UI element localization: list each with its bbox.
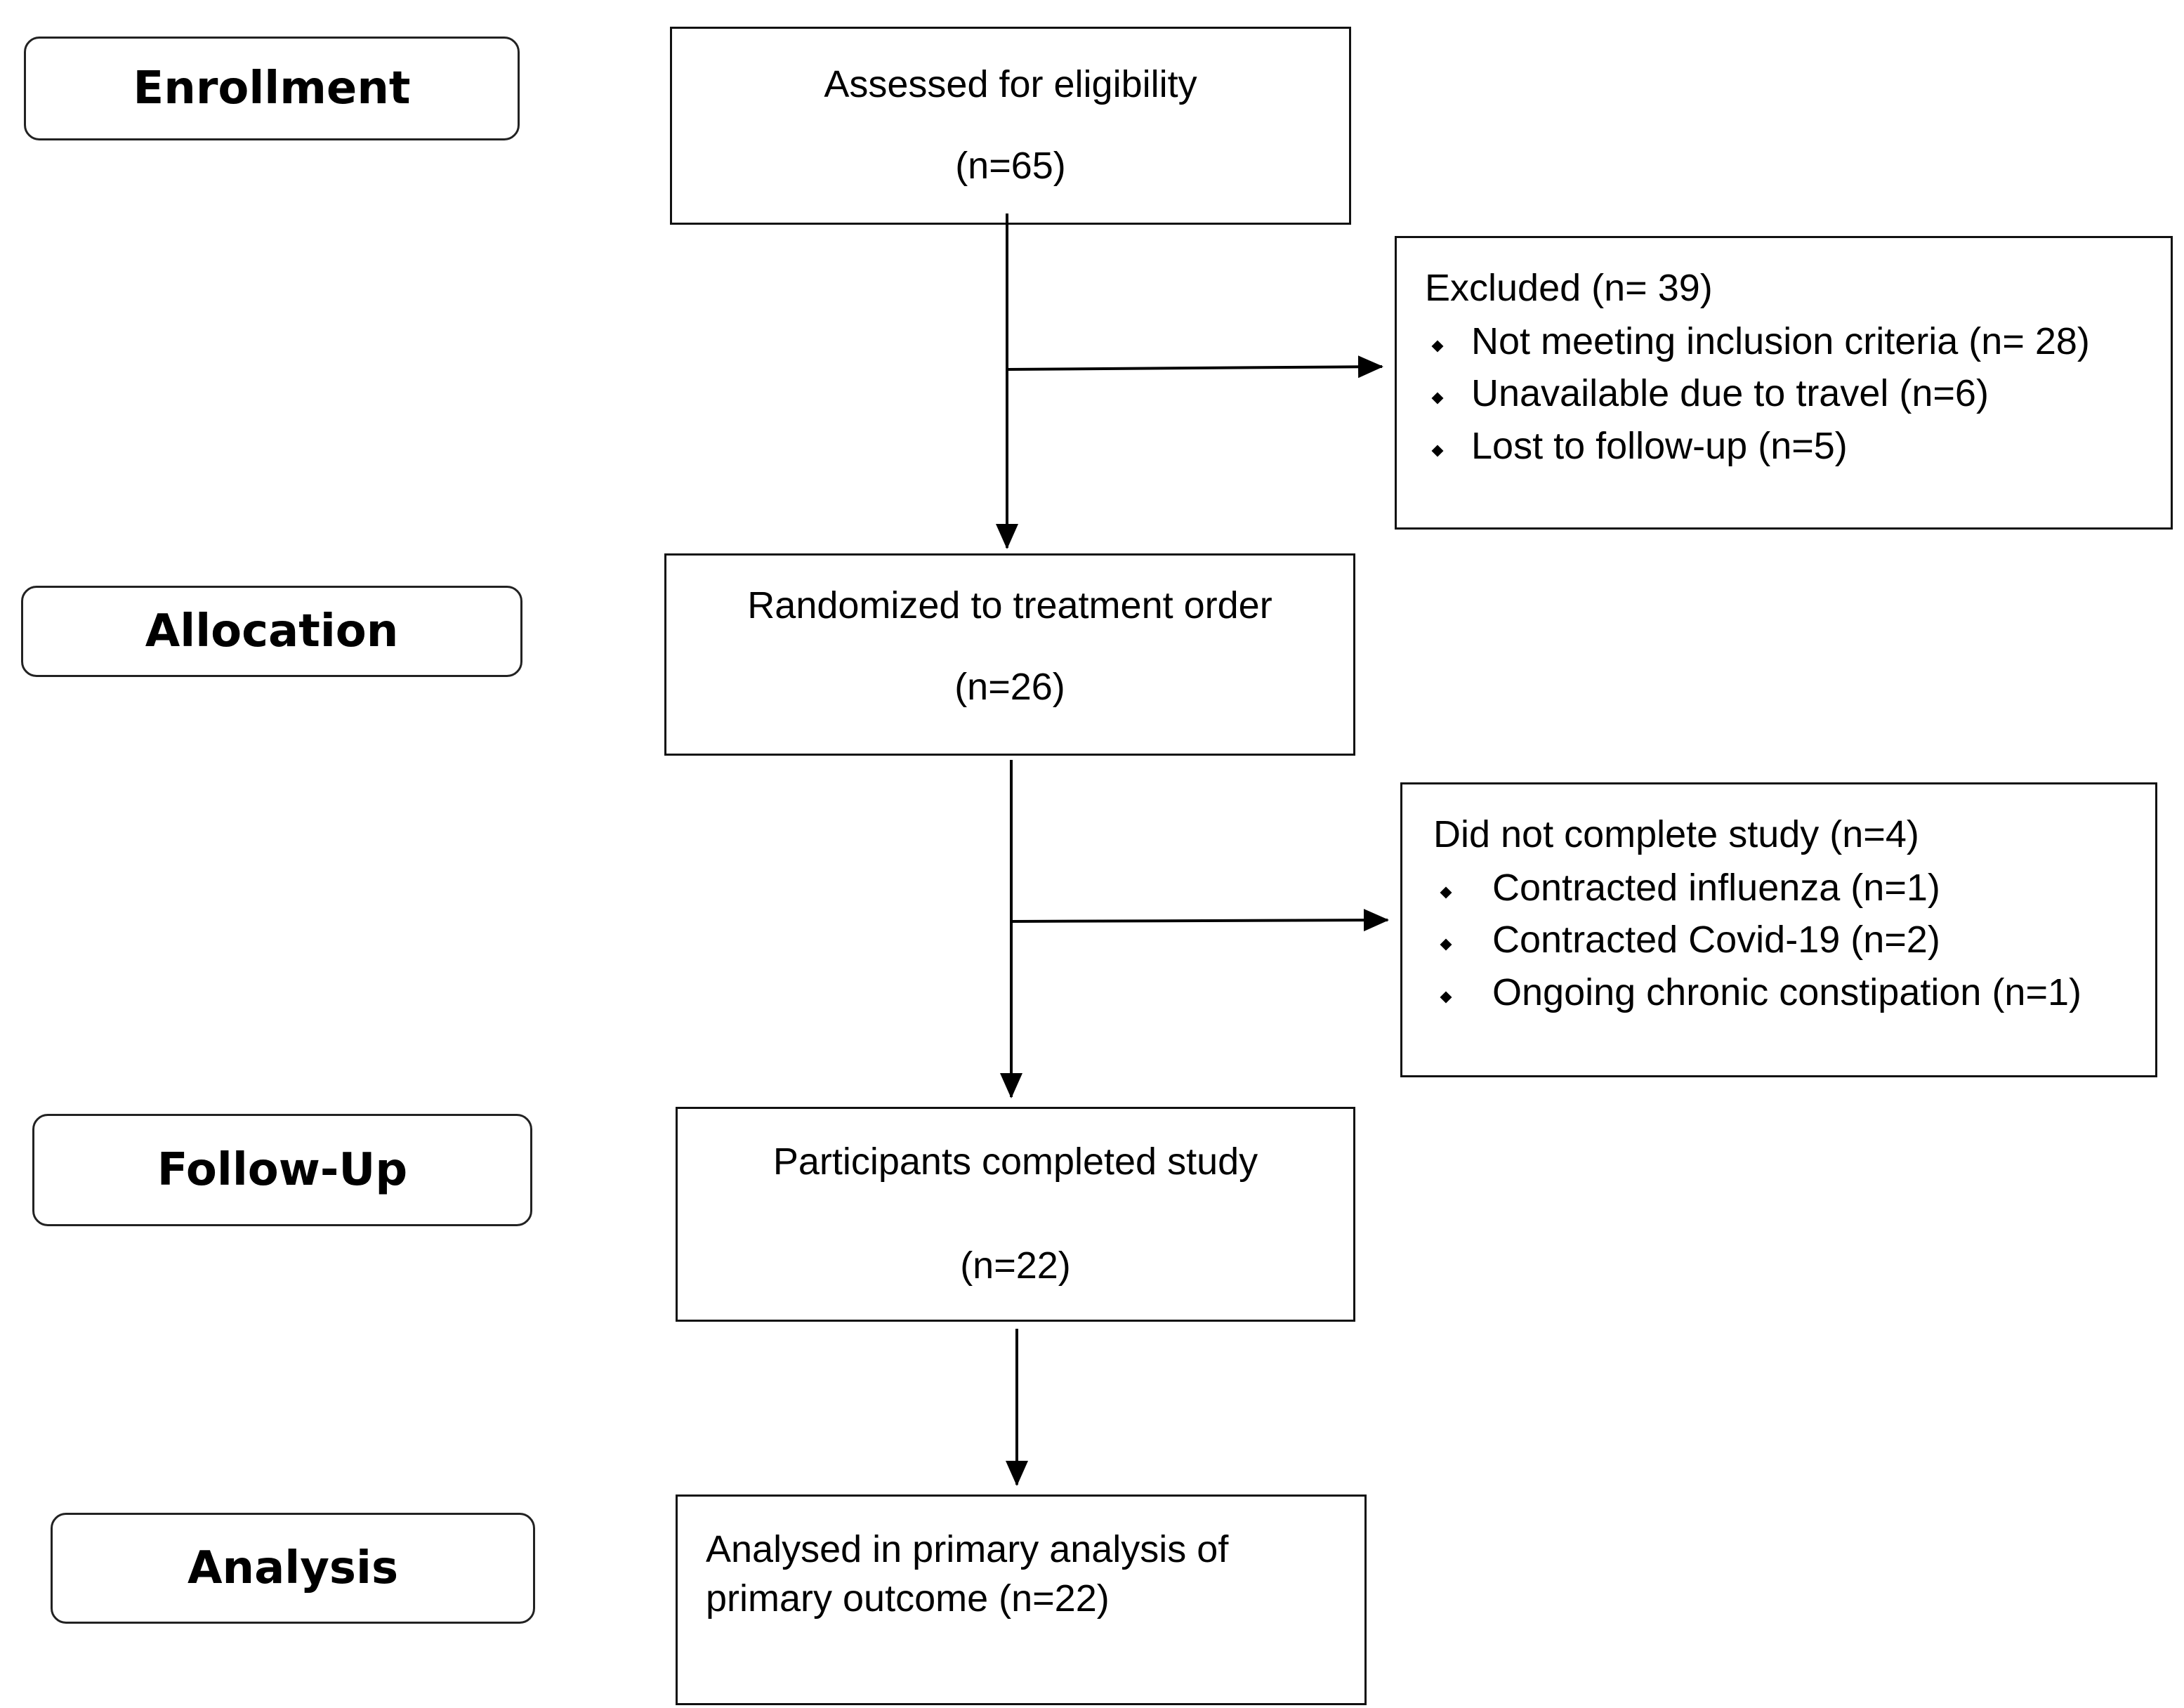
arrow-to-dropout: [1011, 909, 1389, 932]
analysed-line1: Analysed in primary analysis of: [706, 1528, 1229, 1570]
phase-label-enrollment: Enrollment: [24, 37, 520, 140]
randomized-box: Randomized to treatment order (n=26): [664, 553, 1355, 756]
list-item: Contracted influenza (n=1): [1433, 863, 2155, 912]
completed-box: Participants completed study (n=22): [676, 1107, 1355, 1322]
excluded-list: Not meeting inclusion criteria (n= 28) U…: [1425, 317, 2171, 471]
list-item: Contracted Covid-19 (n=2): [1433, 915, 2155, 964]
list-item: Not meeting inclusion criteria (n= 28): [1425, 317, 2171, 366]
randomized-count: (n=26): [954, 666, 1065, 709]
arrow-to-excluded: [1006, 355, 1383, 379]
completed-title: Participants completed study: [772, 1141, 1258, 1183]
list-item-text: Lost to follow-up (n=5): [1471, 424, 1848, 467]
phase-label-followup: Follow-Up: [32, 1114, 532, 1226]
dropout-box: Did not complete study (n=4) Contracted …: [1400, 782, 2157, 1077]
list-item-text: Unavailable due to travel (n=6): [1471, 372, 1989, 415]
list-item: Ongoing chronic constipation (n=1): [1433, 968, 2155, 1017]
list-item: Lost to follow-up (n=5): [1425, 421, 2171, 471]
list-item: Unavailable due to travel (n=6): [1425, 369, 2171, 418]
dropout-heading: Did not complete study (n=4): [1433, 813, 1919, 855]
assessed-count: (n=65): [955, 145, 1066, 188]
list-item-text: Not meeting inclusion criteria (n= 28): [1471, 320, 2090, 363]
phase-label-allocation: Allocation: [21, 586, 522, 677]
excluded-box: Excluded (n= 39) Not meeting inclusion c…: [1395, 236, 2173, 530]
randomized-title: Randomized to treatment order: [747, 584, 1272, 626]
assessed-box: Assessed for eligibility (n=65): [670, 27, 1351, 225]
list-item-text: Contracted Covid-19 (n=2): [1492, 919, 1940, 961]
list-item-text: Ongoing chronic constipation (n=1): [1492, 971, 2082, 1013]
excluded-heading: Excluded (n= 39): [1425, 267, 1713, 309]
analysed-line2: primary outcome (n=22): [706, 1577, 1110, 1620]
list-item-text: Contracted influenza (n=1): [1492, 867, 1940, 909]
completed-count: (n=22): [960, 1244, 1071, 1287]
phase-label-analysis: Analysis: [51, 1513, 535, 1624]
dropout-list: Contracted influenza (n=1) Contracted Co…: [1433, 863, 2155, 1017]
assessed-title: Assessed for eligibility: [824, 63, 1197, 105]
analysed-box: Analysed in primary analysis of primary …: [676, 1494, 1367, 1705]
